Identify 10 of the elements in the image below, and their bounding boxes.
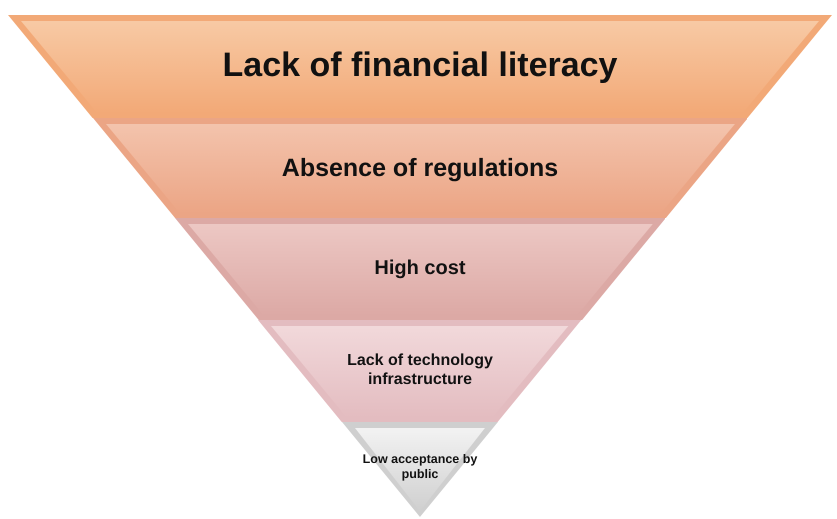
tier-label: Lack of technology infrastructure — [346, 350, 494, 390]
tier-label: High cost — [374, 256, 466, 280]
tier-label: Low acceptance by public — [362, 452, 478, 482]
pyramid-tier — [258, 320, 582, 422]
pyramid-tier — [342, 422, 498, 517]
pyramid-tier — [174, 218, 666, 320]
pyramid-tier — [92, 118, 748, 218]
pyramid-tier — [8, 15, 832, 118]
tier-label: Lack of financial literacy — [222, 44, 618, 86]
tier-label: Absence of regulations — [282, 153, 558, 183]
